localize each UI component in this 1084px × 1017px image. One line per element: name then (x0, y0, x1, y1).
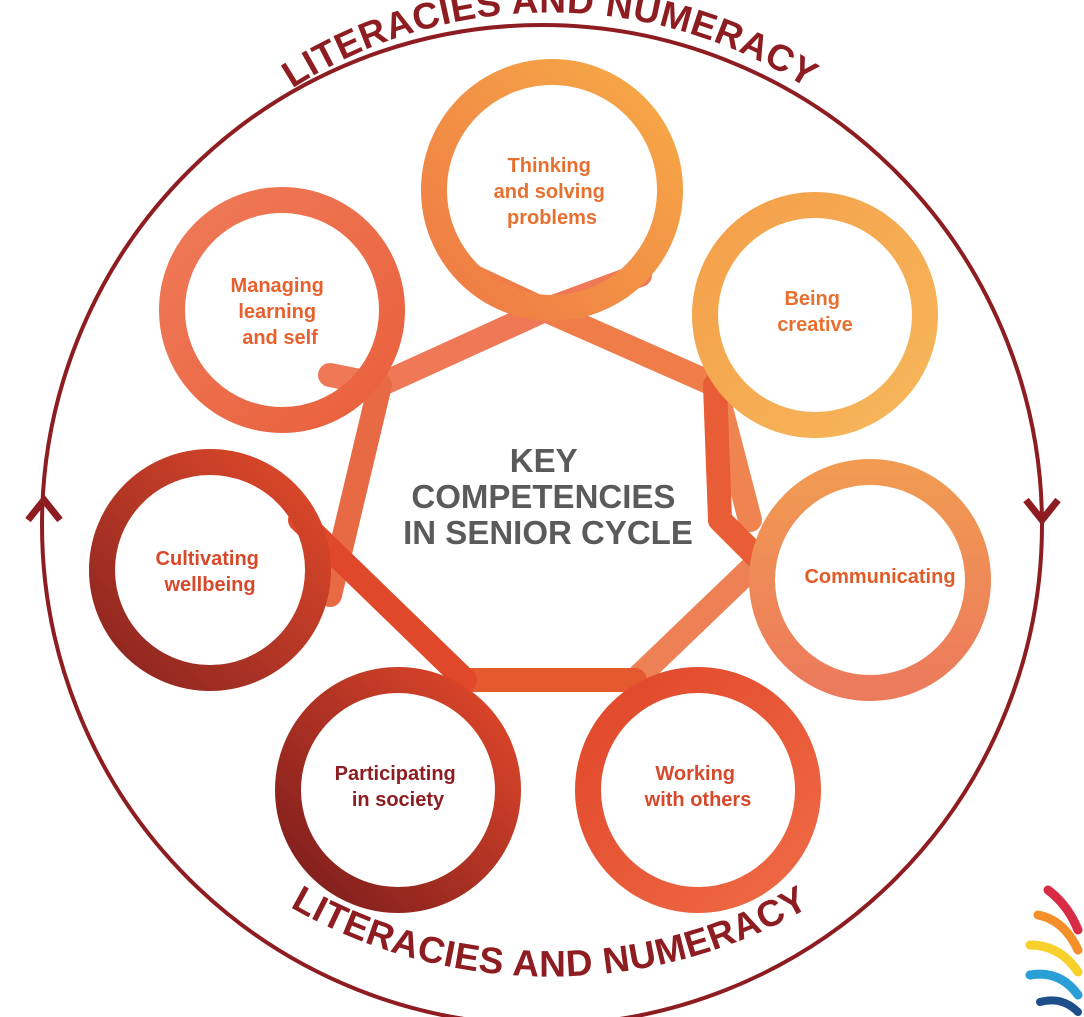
wellbeing-loop (89, 449, 331, 691)
ncca-logo-icon (1025, 885, 1083, 1016)
center-title: KEY COMPETENCIES IN SENIOR CYCLE (403, 442, 693, 551)
managing-label: Managing learning and self (231, 275, 330, 349)
working-loop (575, 667, 821, 913)
participating-label: Participating in society (335, 763, 462, 811)
creative-loop (692, 192, 938, 438)
chevron-up-icon (25, 494, 63, 523)
thinking-loop (421, 59, 683, 321)
wellbeing-label: Cultivating wellbeing (156, 548, 265, 596)
creative-label: Being creative (777, 288, 853, 336)
managing-loop (159, 187, 405, 433)
working-label: Working with others (644, 763, 752, 811)
thinking-label: Thinking and solving problems (494, 155, 611, 229)
chevron-down-icon (1023, 497, 1061, 526)
communicating-label: Communicating (804, 566, 955, 588)
participating-loop (275, 667, 521, 913)
communicating-loop (749, 459, 991, 701)
